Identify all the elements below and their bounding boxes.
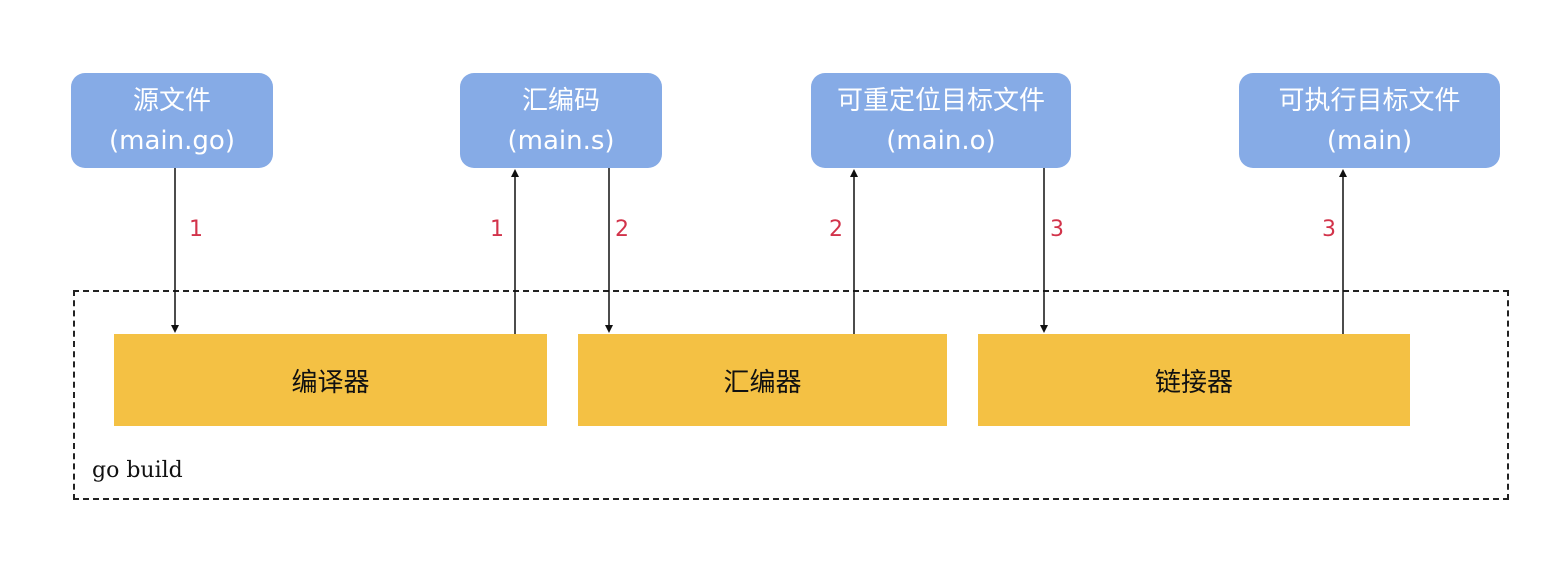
step-label-1a: 1	[189, 217, 203, 242]
compiler-box: 编译器	[114, 334, 547, 426]
source-file-sub: (main.go)	[109, 126, 235, 156]
step-label-2a: 2	[615, 217, 629, 242]
source-file-name: 源文件	[132, 86, 211, 116]
step-label-3b: 3	[1322, 217, 1336, 242]
assembly-file-box: 汇编码 (main.s)	[460, 73, 662, 168]
object-file-box: 可重定位目标文件 (main.o)	[811, 73, 1071, 168]
compiler-label: 编译器	[291, 367, 370, 398]
linker-box: 链接器	[978, 334, 1410, 426]
assembler-box: 汇编器	[578, 334, 947, 426]
executable-file-sub: (main)	[1326, 126, 1413, 156]
object-file-sub: (main.o)	[886, 126, 996, 156]
executable-file-box: 可执行目标文件 (main)	[1239, 73, 1500, 168]
go-build-frame	[73, 290, 1509, 500]
executable-file-name: 可执行目标文件	[1278, 86, 1461, 116]
step-label-1b: 1	[490, 217, 504, 242]
assembly-file-sub: (main.s)	[507, 126, 615, 156]
assembly-file-name: 汇编码	[521, 86, 600, 116]
step-label-3a: 3	[1050, 217, 1064, 242]
linker-label: 链接器	[1154, 367, 1233, 398]
object-file-name: 可重定位目标文件	[836, 86, 1045, 116]
assembler-label: 汇编器	[723, 367, 802, 398]
go-build-label: go build	[92, 458, 183, 483]
step-label-2b: 2	[829, 217, 843, 242]
source-file-box: 源文件 (main.go)	[71, 73, 273, 168]
